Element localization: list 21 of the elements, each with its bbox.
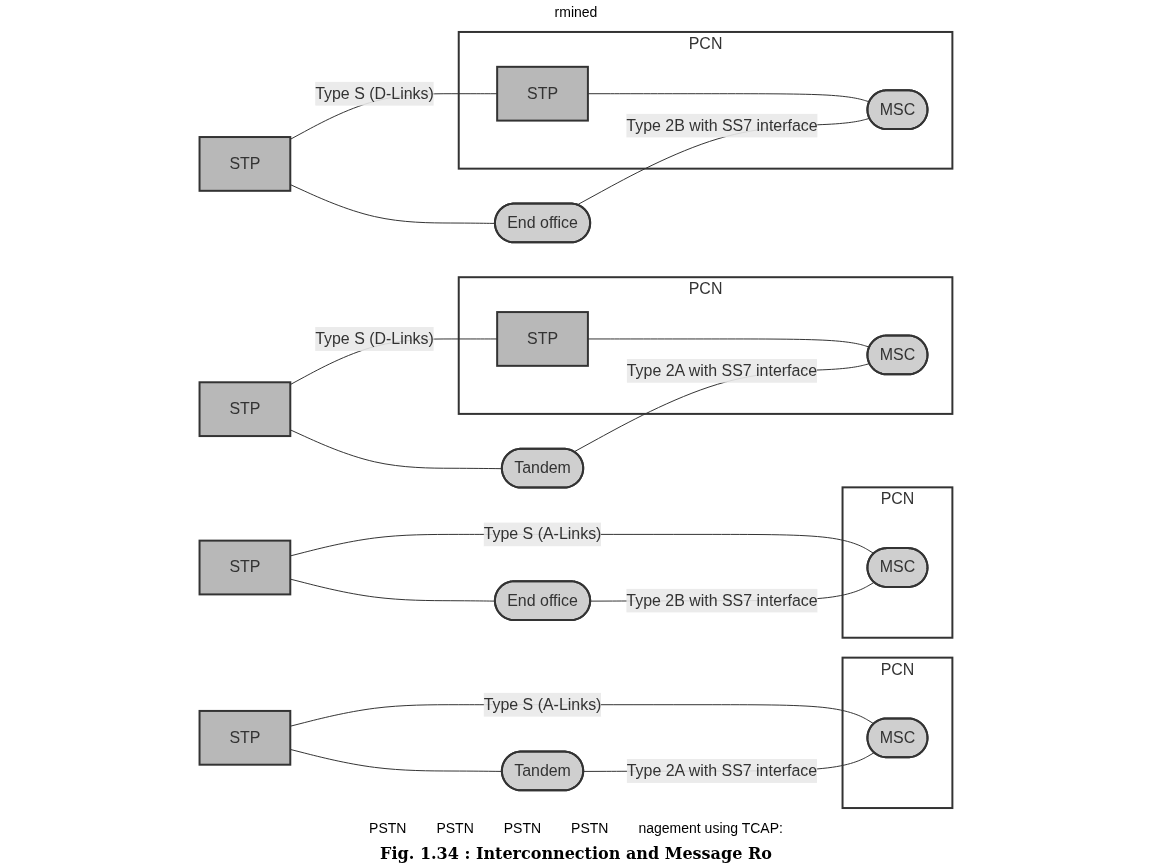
text-label: nagement using TCAP: xyxy=(638,820,783,836)
edge-label: Type S (A-Links) xyxy=(483,695,602,713)
text-label: PSTN xyxy=(571,820,609,836)
edge-label: Type 2A with SS7 interface xyxy=(626,361,818,379)
edge-label: Type S (D-Links) xyxy=(315,329,434,347)
node-box: STP xyxy=(496,311,589,367)
edge-label: Type S (D-Links) xyxy=(315,84,434,102)
edge-label: Type S (A-Links) xyxy=(483,525,602,543)
edge-label: Type 2B with SS7 interface xyxy=(626,116,818,134)
text-label: rmined xyxy=(554,4,598,20)
edge-label: Type 2B with SS7 interface xyxy=(626,591,818,609)
node-box: STP xyxy=(198,539,292,596)
edge-label: Type 2A with SS7 interface xyxy=(626,761,818,779)
node-box: STP xyxy=(496,65,589,122)
node-box: STP xyxy=(198,136,292,192)
text-label: PSTN xyxy=(503,820,542,836)
text-label: PSTN xyxy=(369,820,407,836)
node-box: STP xyxy=(198,709,292,766)
text-label: PSTN xyxy=(436,820,474,836)
figure-caption: Fig. 1.34 : Interconnection and Message Ro xyxy=(379,843,773,865)
node-box: STP xyxy=(198,381,292,438)
